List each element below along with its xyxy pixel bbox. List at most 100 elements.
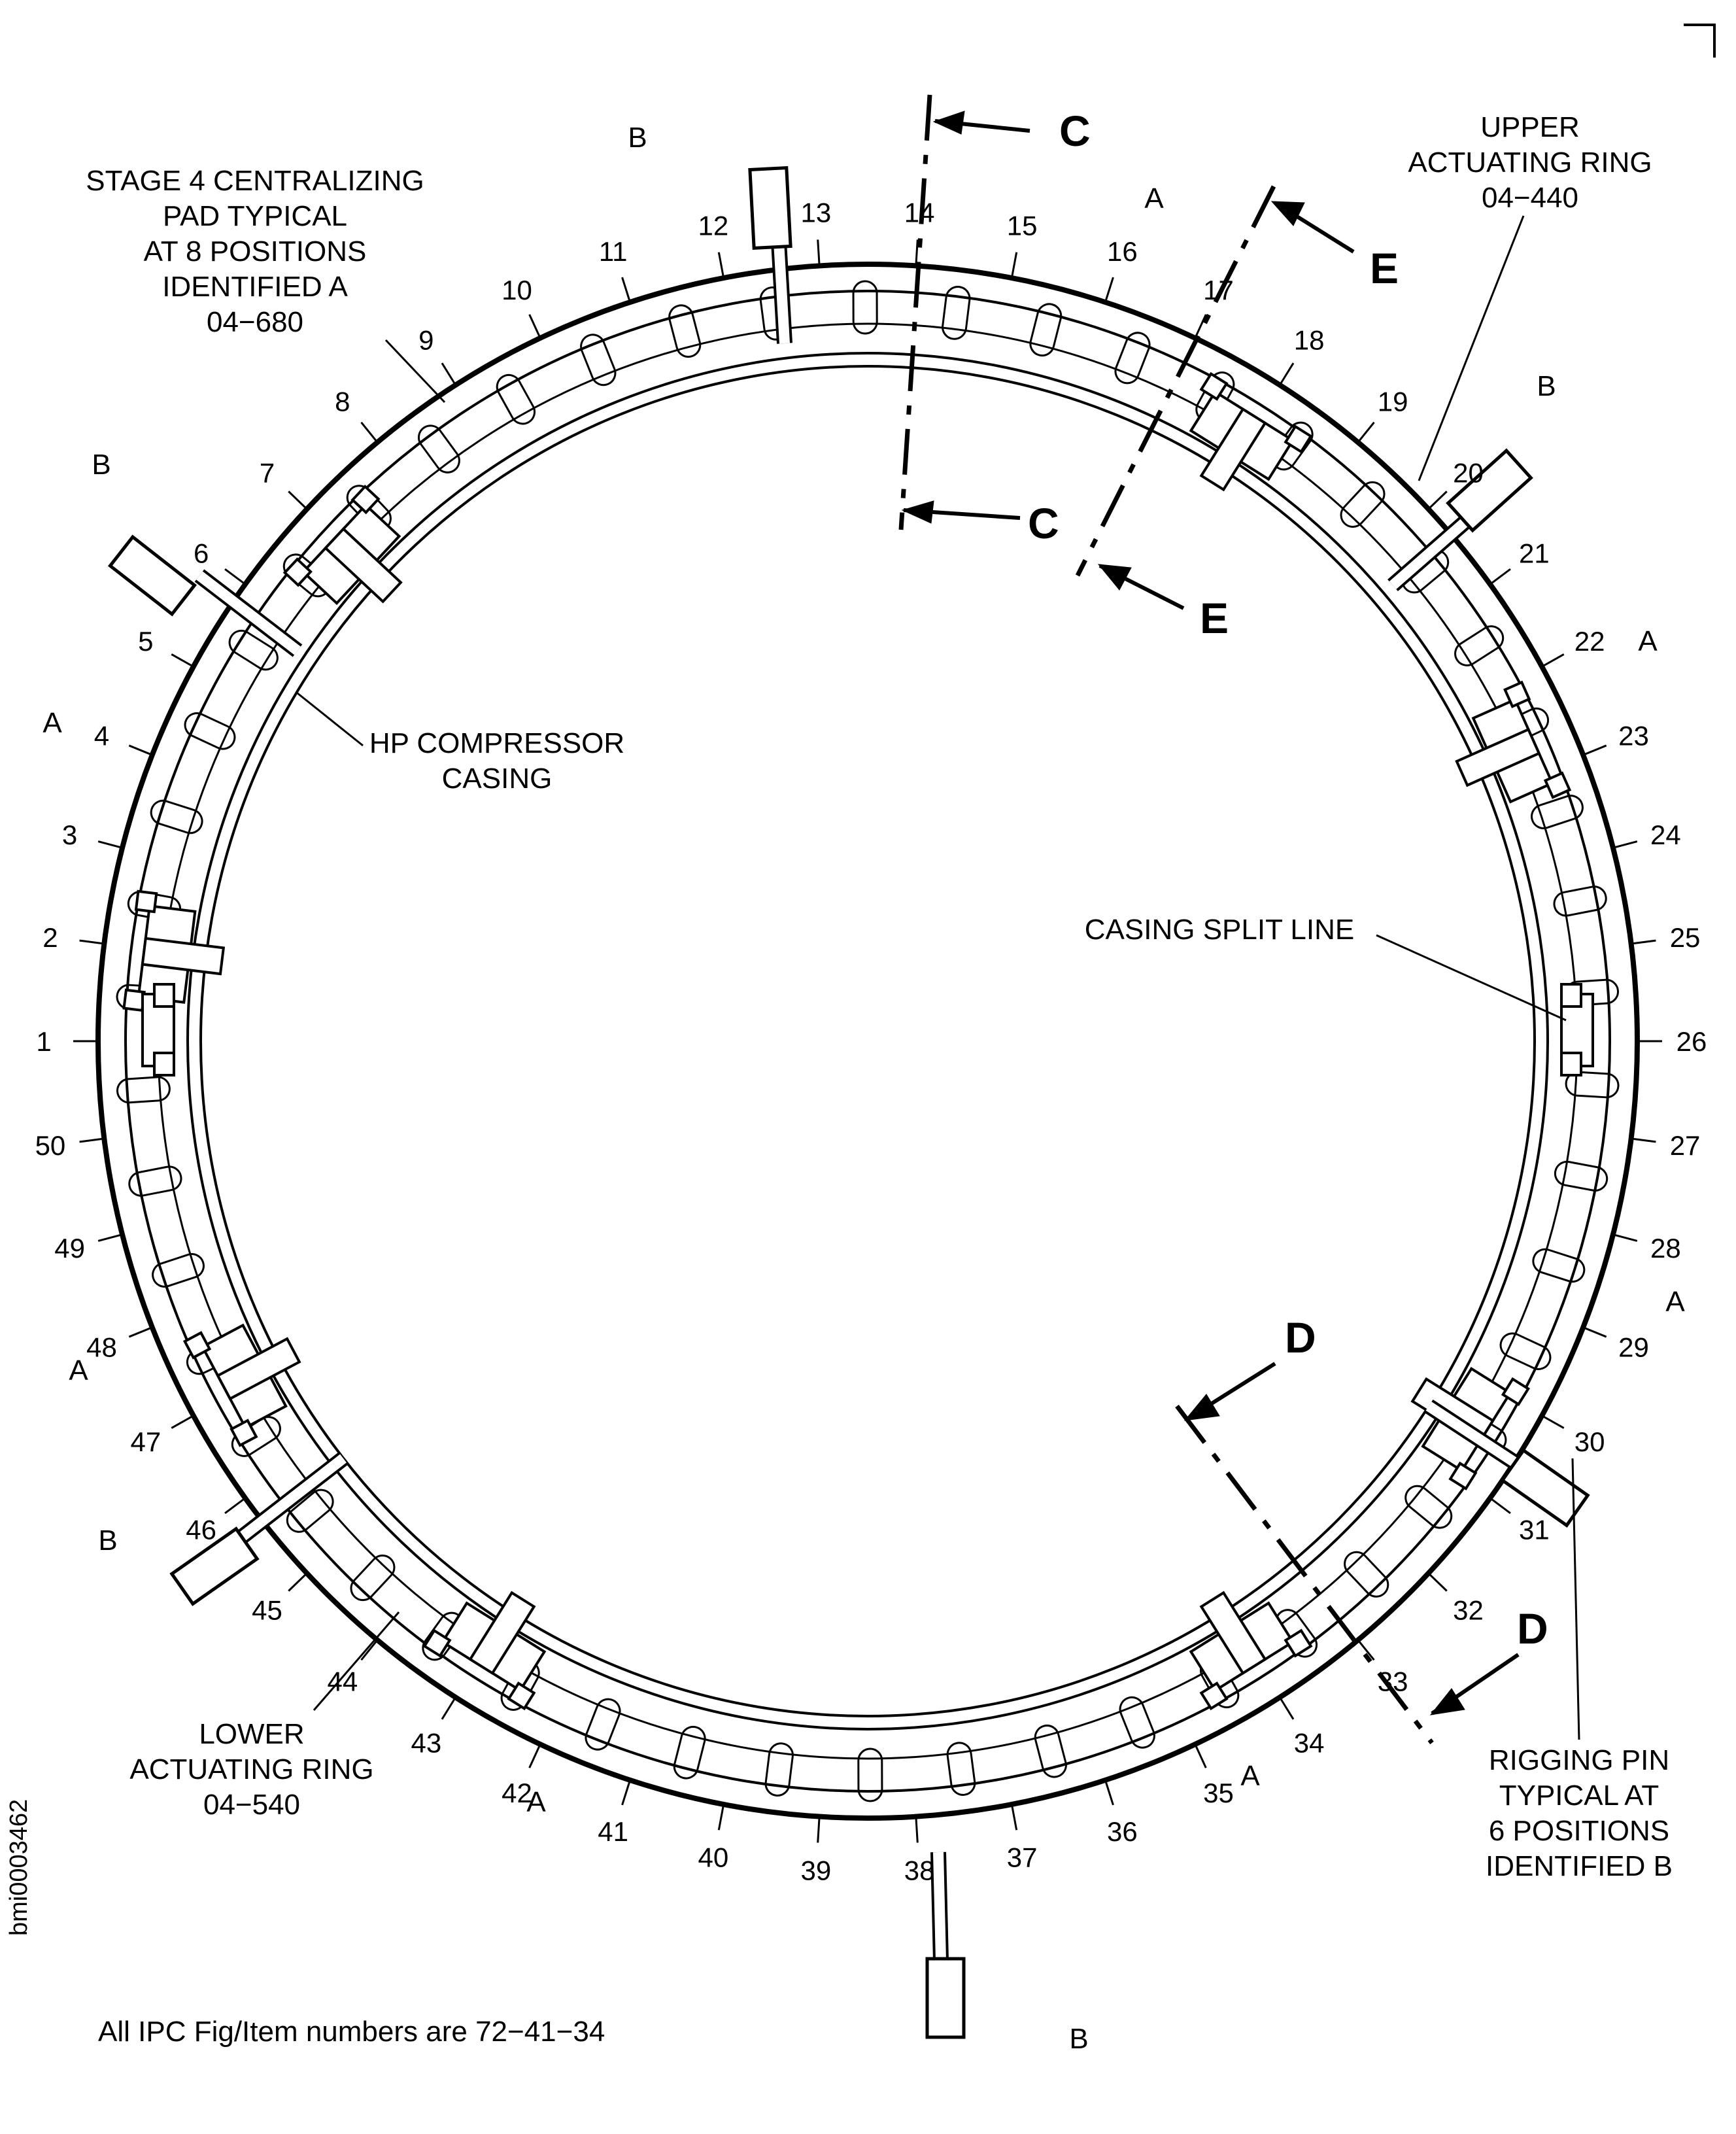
item-tick: [817, 239, 821, 265]
casing-outer-edge: [186, 352, 1549, 1730]
item-tick: [1613, 840, 1638, 849]
section-c-line: [898, 94, 932, 530]
ring-slot: [1404, 1485, 1453, 1529]
ring-slot: [1119, 1696, 1155, 1749]
ring-slot: [857, 1747, 883, 1802]
rigging-pin: [169, 1452, 349, 1606]
position-a-letter: A: [526, 1786, 546, 1818]
item-number-45: 45: [252, 1594, 282, 1625]
rigging-pin: [1387, 448, 1533, 592]
centralizing-pad: [1455, 680, 1572, 804]
item-tick: [1104, 277, 1114, 301]
item-number-46: 46: [186, 1514, 216, 1545]
item-tick: [224, 1498, 245, 1515]
item-number-10: 10: [502, 275, 532, 305]
item-tick: [224, 568, 245, 585]
item-tick: [1631, 939, 1656, 945]
ring-slot: [228, 629, 279, 671]
item-number-41: 41: [598, 1816, 628, 1847]
centralizing-pad: [1189, 371, 1313, 492]
item-tick: [817, 1817, 821, 1843]
position-b-letter: B: [1069, 2023, 1088, 2055]
position-a-letter: A: [43, 707, 62, 739]
item-tick: [97, 840, 122, 849]
ring-slots: [116, 280, 1620, 1802]
rigging-pin: [1424, 1399, 1590, 1528]
item-number-21: 21: [1519, 538, 1550, 569]
item-number-31: 31: [1519, 1514, 1550, 1545]
centralizing-pads: [122, 371, 1572, 1711]
item-tick: [1104, 1781, 1114, 1806]
item-number-32: 32: [1453, 1594, 1484, 1625]
item-number-9: 9: [418, 325, 434, 356]
item-tick: [1011, 252, 1018, 277]
rigging-pin: [107, 534, 303, 657]
item-tick: [97, 1233, 122, 1242]
item-number-25: 25: [1670, 922, 1701, 953]
centralizing-pad: [1189, 1591, 1313, 1711]
ring-slot: [668, 304, 702, 358]
item-number-42: 42: [502, 1778, 532, 1808]
item-number-23: 23: [1618, 720, 1649, 751]
ipc-footnote: All IPC Fig/Item numbers are 72−41−34: [98, 2016, 605, 2048]
item-number-24: 24: [1650, 819, 1681, 850]
item-tick: [528, 314, 541, 337]
item-tick: [621, 277, 631, 301]
centralizing-pad: [182, 1323, 301, 1447]
position-b-letter: B: [92, 449, 111, 481]
item-number-47: 47: [130, 1426, 161, 1457]
item-number-12: 12: [698, 210, 729, 241]
item-number-5: 5: [138, 626, 153, 657]
position-a-letter: A: [1240, 1760, 1260, 1792]
item-number-30: 30: [1574, 1426, 1605, 1457]
stage4-pad-callout: STAGE 4 CENTRALIZING PAD TYPICAL AT 8 PO…: [86, 165, 424, 338]
lower-ring-callout: LOWER ACTUATING RING 04−540: [129, 1718, 374, 1821]
ring-slot: [1499, 1332, 1552, 1370]
ring-slot: [417, 424, 460, 473]
ring-slot: [1034, 1724, 1067, 1778]
item-number-38: 38: [904, 1855, 935, 1885]
corner-mark: [1684, 24, 1716, 58]
ring-slot: [1114, 332, 1151, 385]
item-tick: [79, 939, 104, 945]
item-tick: [288, 1573, 307, 1592]
item-tick: [1542, 653, 1565, 668]
item-number-26: 26: [1676, 1026, 1707, 1057]
actuating-ring-inner-edge: [124, 290, 1611, 1793]
ring-slot: [116, 1076, 171, 1104]
rigging-pin: [748, 165, 792, 344]
item-tick: [1279, 362, 1295, 385]
item-number-28: 28: [1650, 1233, 1681, 1264]
item-tick: [717, 1805, 724, 1831]
item-tick: [171, 653, 194, 668]
item-tick: [1583, 1326, 1607, 1338]
item-tick: [128, 744, 152, 756]
item-number-20: 20: [1453, 458, 1484, 489]
item-number-44: 44: [327, 1666, 358, 1697]
position-b-letter: B: [628, 122, 647, 154]
position-a-letter: A: [1144, 182, 1164, 215]
ring-slot: [585, 1698, 621, 1751]
item-tick: [360, 421, 378, 443]
item-tick: [1279, 1697, 1295, 1720]
ring-slot: [496, 373, 536, 425]
item-tick: [441, 362, 456, 385]
item-tick: [128, 1326, 152, 1338]
item-tick: [1631, 1137, 1656, 1143]
item-tick: [1542, 1415, 1565, 1429]
item-tick: [1613, 1233, 1638, 1242]
item-tick: [621, 1781, 631, 1806]
ring-slot: [1565, 1071, 1620, 1099]
item-tick: [1357, 421, 1375, 443]
item-number-34: 34: [1294, 1727, 1325, 1758]
item-number-40: 40: [698, 1842, 729, 1873]
figure-id: bmi0003462: [5, 1798, 33, 1936]
centralizing-pad: [1410, 1367, 1530, 1490]
item-tick: [1195, 314, 1207, 337]
item-tick: [1490, 1498, 1511, 1515]
item-number-49: 49: [54, 1233, 85, 1264]
item-tick: [79, 1137, 104, 1143]
item-number-3: 3: [62, 819, 77, 850]
